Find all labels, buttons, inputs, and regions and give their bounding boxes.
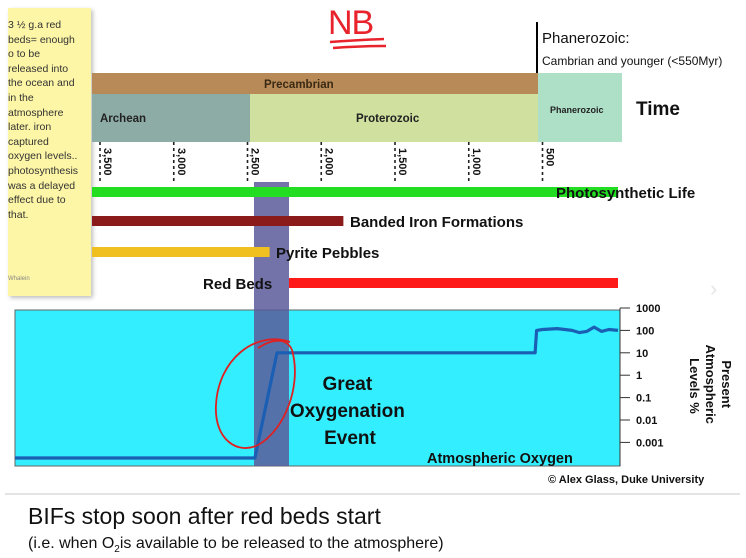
precambrian-bar xyxy=(92,73,538,94)
archean-block xyxy=(92,94,250,142)
time-tick-label-6: 500 xyxy=(544,148,556,166)
phanerozoic-block xyxy=(538,73,622,142)
oxygen-y-tick-label-1: 100 xyxy=(636,325,654,337)
sticky-note[interactable] xyxy=(8,8,91,296)
caption-sub-end: is available to be released to the atmos… xyxy=(119,535,444,552)
geologic-timeline-diagram: Precambrian Archean Proterozoic Phaneroz… xyxy=(5,22,740,495)
oxygen-y-tick-label-0: 1000 xyxy=(636,303,660,315)
oxygen-plot-title: Atmospheric Oxygen xyxy=(427,451,573,467)
oxygen-y-axis-title: Present Atmospheric Levels % xyxy=(687,344,734,427)
phanerozoic-note-subtitle: Cambrian and younger (<550Myr) xyxy=(542,54,723,68)
sticky-note-author: Whalein xyxy=(8,276,30,282)
bar-label-0: Photosynthetic Life xyxy=(556,185,695,202)
image-credit: © Alex Glass, Duke University xyxy=(548,474,705,486)
caption-sub-start: (i.e. when O xyxy=(28,535,115,552)
proterozoic-block xyxy=(250,94,538,142)
time-tick-label-2: 2,500 xyxy=(249,148,261,176)
time-axis-ticks: 3,500 3,000 2,500 2,000 1,500 1,000 500 xyxy=(99,142,556,182)
time-tick-label-4: 1,500 xyxy=(396,148,408,176)
bar-label-3: Red Beds xyxy=(203,276,272,293)
oxygen-series-line xyxy=(15,325,619,460)
caption-sub-subscript: 2 xyxy=(114,544,120,556)
oxygen-y-ticks: 1000 100 10 1 0.1 0.01 0.001 xyxy=(620,303,664,449)
bar-label-2: Pyrite Pebbles xyxy=(276,245,379,262)
bar-label-1: Banded Iron Formations xyxy=(350,214,523,231)
goe-circle-annotation xyxy=(215,338,296,449)
nb-underline-2 xyxy=(332,44,387,50)
oxygen-y-tick-label-2: 10 xyxy=(636,348,648,360)
proterozoic-label: Proterozoic xyxy=(356,113,420,125)
time-tick-label-5: 1,000 xyxy=(470,148,482,176)
archean-label: Archean xyxy=(100,113,146,125)
oxygen-y-tick-label-4: 0.1 xyxy=(636,393,651,405)
phanerozoic-label: Phanerozoic xyxy=(550,105,604,115)
phanerozoic-note-title: Phanerozoic: xyxy=(542,30,630,47)
time-tick-label-0: 3,500 xyxy=(101,148,113,176)
time-tick-label-3: 2,000 xyxy=(322,148,334,176)
bar-3 xyxy=(289,278,618,288)
chevron-right-icon[interactable]: › xyxy=(710,276,718,301)
precambrian-label: Precambrian xyxy=(264,79,334,91)
nb-annotation: NB xyxy=(328,4,374,42)
bar-2 xyxy=(92,247,270,257)
caption-main: BIFs stop soon after red beds start xyxy=(28,503,381,529)
nb-underline xyxy=(329,37,385,44)
bar-1 xyxy=(92,216,344,226)
bar-0 xyxy=(92,187,618,197)
oxygen-y-tick-label-6: 0.001 xyxy=(636,437,664,449)
caption-sub: (i.e. when O2is available to be released… xyxy=(28,535,444,555)
time-tick-label-1: 3,000 xyxy=(175,148,187,176)
goe-annotation-text: Great Oxygenation Event xyxy=(290,374,410,449)
oxygen-y-tick-label-5: 0.01 xyxy=(636,415,657,427)
oxygen-plot-area xyxy=(14,309,621,467)
time-label: Time xyxy=(636,99,680,120)
oxygen-y-tick-label-3: 1 xyxy=(636,370,642,382)
sticky-note-text: 3 ½ g.a red beds= enough o to be release… xyxy=(8,19,81,221)
